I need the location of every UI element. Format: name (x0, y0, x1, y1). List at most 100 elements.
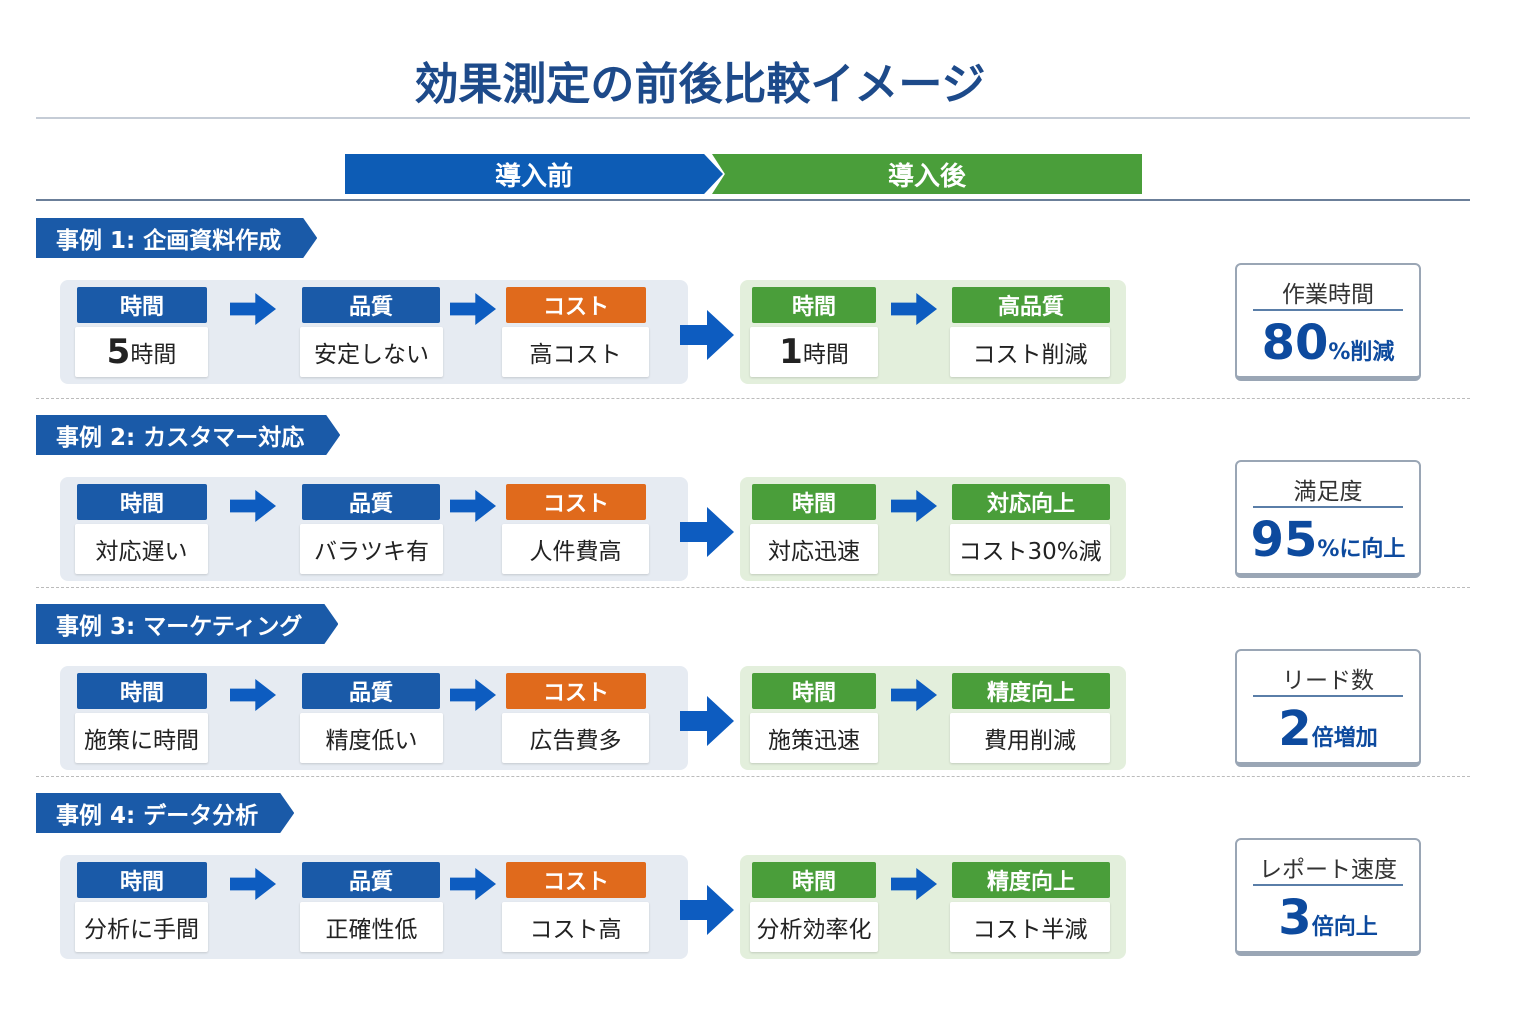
value-text: 安定しない (314, 342, 429, 368)
result-value: 80%削減 (1237, 315, 1419, 371)
before-value: コスト高 (502, 902, 649, 952)
before-label-cost: コスト (506, 287, 646, 323)
result-unit: %に向上 (1317, 537, 1406, 562)
phase-before-banner: 導入前 (345, 154, 723, 194)
case-tag: 事例 1: 企画資料作成 (36, 218, 317, 258)
result-divider (1253, 506, 1403, 508)
after-label-time: 時間 (752, 673, 876, 709)
value-text: 分析に手間 (84, 917, 199, 943)
before-label-quality: 品質 (302, 484, 440, 520)
phase-divider (36, 199, 1470, 201)
result-divider (1253, 884, 1403, 886)
value-number: 1 (779, 332, 803, 372)
before-label-time: 時間 (77, 673, 207, 709)
result-number: 3 (1278, 890, 1312, 946)
value-text: 精度低い (325, 728, 418, 754)
before-label-time: 時間 (77, 287, 207, 323)
after-value: コスト削減 (950, 327, 1110, 377)
value-text: 施策迅速 (768, 728, 860, 754)
before-value: 安定しない (300, 327, 443, 377)
after-label-improvement: 精度向上 (952, 673, 1110, 709)
before-value: 広告費多 (502, 713, 649, 763)
before-label-cost: コスト (506, 484, 646, 520)
value-text: 時間 (130, 342, 177, 368)
value-text: 対応遅い (95, 539, 188, 565)
result-title: 満足度 (1293, 479, 1363, 505)
big-arrow-right-icon (680, 885, 734, 935)
case-divider (36, 398, 1470, 399)
case-divider (36, 776, 1470, 777)
value-text: 人件費高 (529, 539, 622, 565)
after-label-improvement: 対応向上 (952, 484, 1110, 520)
before-value: 精度低い (300, 713, 443, 763)
before-label-cost: コスト (506, 673, 646, 709)
after-value: 施策迅速 (750, 713, 878, 763)
before-value: 分析に手間 (75, 902, 208, 952)
result-card: 満足度 95%に向上 (1235, 460, 1421, 578)
before-value: 施策に時間 (75, 713, 208, 763)
value-text: コスト高 (529, 917, 622, 943)
after-value: コスト30%減 (950, 524, 1110, 574)
result-title: レポート速度 (1259, 857, 1397, 883)
case-tag: 事例 3: マーケティング (36, 604, 338, 644)
after-label-time: 時間 (752, 484, 876, 520)
result-unit: 倍増加 (1311, 726, 1378, 751)
result-unit: 倍向上 (1311, 915, 1378, 940)
after-value: 対応迅速 (750, 524, 878, 574)
after-label-improvement: 高品質 (952, 287, 1110, 323)
big-arrow-right-icon (680, 310, 734, 360)
before-label-time: 時間 (77, 862, 207, 898)
value-text: 対応迅速 (768, 539, 860, 565)
before-label-quality: 品質 (302, 673, 440, 709)
result-value: 2倍増加 (1237, 701, 1419, 757)
before-value: バラツキ有 (300, 524, 443, 574)
value-text: 高コスト (529, 342, 622, 368)
before-label-time: 時間 (77, 484, 207, 520)
before-value: 高コスト (502, 327, 649, 377)
case-divider (36, 587, 1470, 588)
after-label-improvement: 精度向上 (952, 862, 1110, 898)
result-value: 3倍向上 (1237, 890, 1419, 946)
result-divider (1253, 309, 1403, 311)
value-text: 費用削減 (984, 728, 1076, 754)
after-label-time: 時間 (752, 287, 876, 323)
before-label-quality: 品質 (302, 862, 440, 898)
value-text: バラツキ有 (314, 539, 429, 565)
before-label-cost: コスト (506, 862, 646, 898)
after-value: 分析効率化 (750, 902, 878, 952)
big-arrow-right-icon (680, 507, 734, 557)
value-text: 広告費多 (529, 728, 622, 754)
result-card: リード数 2倍増加 (1235, 649, 1421, 767)
case-tag: 事例 2: カスタマー対応 (36, 415, 340, 455)
result-unit: %削減 (1328, 340, 1395, 365)
value-text: 施策に時間 (84, 728, 199, 754)
before-value: 人件費高 (502, 524, 649, 574)
value-text: 分析効率化 (756, 917, 872, 943)
result-divider (1253, 695, 1403, 697)
case-tag: 事例 4: データ分析 (36, 793, 294, 833)
value-text: 時間 (802, 342, 849, 368)
page-title: 効果測定の前後比較イメージ (414, 59, 986, 110)
result-number: 95 (1250, 512, 1318, 568)
result-number: 2 (1278, 701, 1312, 757)
after-value: コスト半減 (950, 902, 1110, 952)
before-label-quality: 品質 (302, 287, 440, 323)
value-text: コスト削減 (972, 342, 1088, 368)
value-text: コスト30%減 (958, 539, 1102, 565)
result-card: 作業時間 80%削減 (1235, 263, 1421, 381)
value-text: 正確性低 (325, 917, 418, 943)
value-text: コスト半減 (972, 917, 1088, 943)
title-divider (36, 117, 1470, 119)
before-value: 対応遅い (75, 524, 208, 574)
big-arrow-right-icon (680, 696, 734, 746)
phase-after-banner: 導入後 (712, 154, 1142, 194)
after-label-time: 時間 (752, 862, 876, 898)
before-value: 正確性低 (300, 902, 443, 952)
value-number: 5 (106, 332, 131, 372)
after-value: 費用削減 (950, 713, 1110, 763)
result-card: レポート速度 3倍向上 (1235, 838, 1421, 956)
result-title: リード数 (1282, 668, 1374, 694)
result-title: 作業時間 (1282, 282, 1374, 308)
